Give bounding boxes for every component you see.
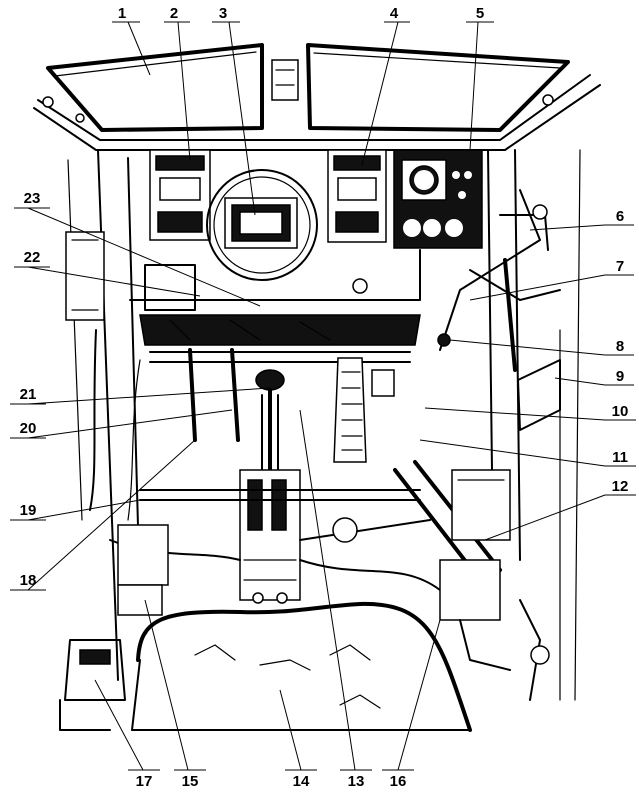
callout-6: 6 bbox=[605, 208, 634, 226]
callout-21: 21 bbox=[10, 386, 46, 405]
svg-text:21: 21 bbox=[20, 386, 37, 403]
callout-14: 14 bbox=[285, 769, 317, 790]
callout-22: 22 bbox=[14, 249, 50, 268]
callout-12: 12 bbox=[605, 478, 636, 496]
vision-block-left bbox=[149, 149, 211, 241]
svg-text:2: 2 bbox=[170, 5, 178, 22]
svg-text:15: 15 bbox=[182, 773, 199, 790]
svg-text:20: 20 bbox=[20, 420, 37, 437]
svg-text:14: 14 bbox=[293, 773, 310, 790]
callout-20: 20 bbox=[10, 420, 46, 439]
callout-10: 10 bbox=[605, 403, 636, 421]
right-floor-equipment bbox=[439, 559, 550, 701]
callout-15: 15 bbox=[174, 769, 206, 790]
callout-labels: 1 2 3 4 5 6 7 8 9 10 11 12 13 14 15 16 1… bbox=[10, 5, 636, 790]
svg-text:22: 22 bbox=[24, 249, 41, 266]
svg-text:12: 12 bbox=[612, 478, 629, 495]
gearbox bbox=[239, 469, 301, 604]
left-wall bbox=[65, 149, 141, 681]
callout-11: 11 bbox=[605, 449, 636, 467]
cross-shaft bbox=[109, 489, 441, 591]
svg-text:1: 1 bbox=[118, 5, 126, 22]
left-floor-equipment bbox=[59, 359, 169, 731]
callout-13: 13 bbox=[340, 769, 372, 790]
leader-lines bbox=[27, 21, 606, 771]
callout-5: 5 bbox=[466, 5, 494, 23]
svg-text:23: 23 bbox=[24, 190, 41, 207]
callout-19: 19 bbox=[10, 502, 46, 521]
svg-text:10: 10 bbox=[612, 403, 629, 420]
svg-text:9: 9 bbox=[616, 368, 624, 385]
instrument-panel bbox=[393, 149, 483, 249]
callout-8: 8 bbox=[605, 338, 634, 356]
front-plate bbox=[129, 249, 421, 346]
roof-frame bbox=[33, 74, 601, 151]
gear-lever bbox=[255, 369, 285, 482]
callout-3: 3 bbox=[212, 5, 240, 23]
callout-23: 23 bbox=[14, 190, 50, 209]
svg-text:11: 11 bbox=[612, 449, 628, 466]
svg-text:16: 16 bbox=[390, 773, 407, 790]
callout-1: 1 bbox=[112, 5, 140, 23]
hatch-hinge bbox=[271, 59, 299, 101]
callout-7: 7 bbox=[605, 258, 634, 276]
svg-text:7: 7 bbox=[616, 258, 624, 275]
callout-17: 17 bbox=[128, 769, 160, 790]
vision-block-right bbox=[327, 149, 387, 243]
callout-18: 18 bbox=[10, 572, 46, 591]
hatch-right bbox=[306, 43, 570, 132]
svg-text:17: 17 bbox=[136, 773, 153, 790]
svg-text:13: 13 bbox=[348, 773, 365, 790]
svg-text:18: 18 bbox=[20, 572, 37, 589]
hatch-left bbox=[46, 43, 264, 132]
callout-2: 2 bbox=[164, 5, 190, 23]
control-linkage bbox=[437, 189, 561, 372]
pedal bbox=[333, 357, 367, 463]
periscope-mount bbox=[206, 169, 318, 281]
svg-text:8: 8 bbox=[616, 338, 624, 355]
callout-16: 16 bbox=[382, 769, 414, 790]
svg-text:6: 6 bbox=[616, 208, 624, 225]
svg-text:3: 3 bbox=[219, 5, 227, 22]
svg-text:4: 4 bbox=[390, 5, 399, 22]
right-wall bbox=[487, 149, 581, 701]
svg-text:19: 19 bbox=[20, 502, 37, 519]
callout-4: 4 bbox=[384, 5, 410, 23]
svg-text:5: 5 bbox=[476, 5, 484, 22]
steering-levers bbox=[149, 348, 411, 442]
callout-9: 9 bbox=[605, 368, 634, 386]
driver-seat bbox=[131, 601, 472, 732]
